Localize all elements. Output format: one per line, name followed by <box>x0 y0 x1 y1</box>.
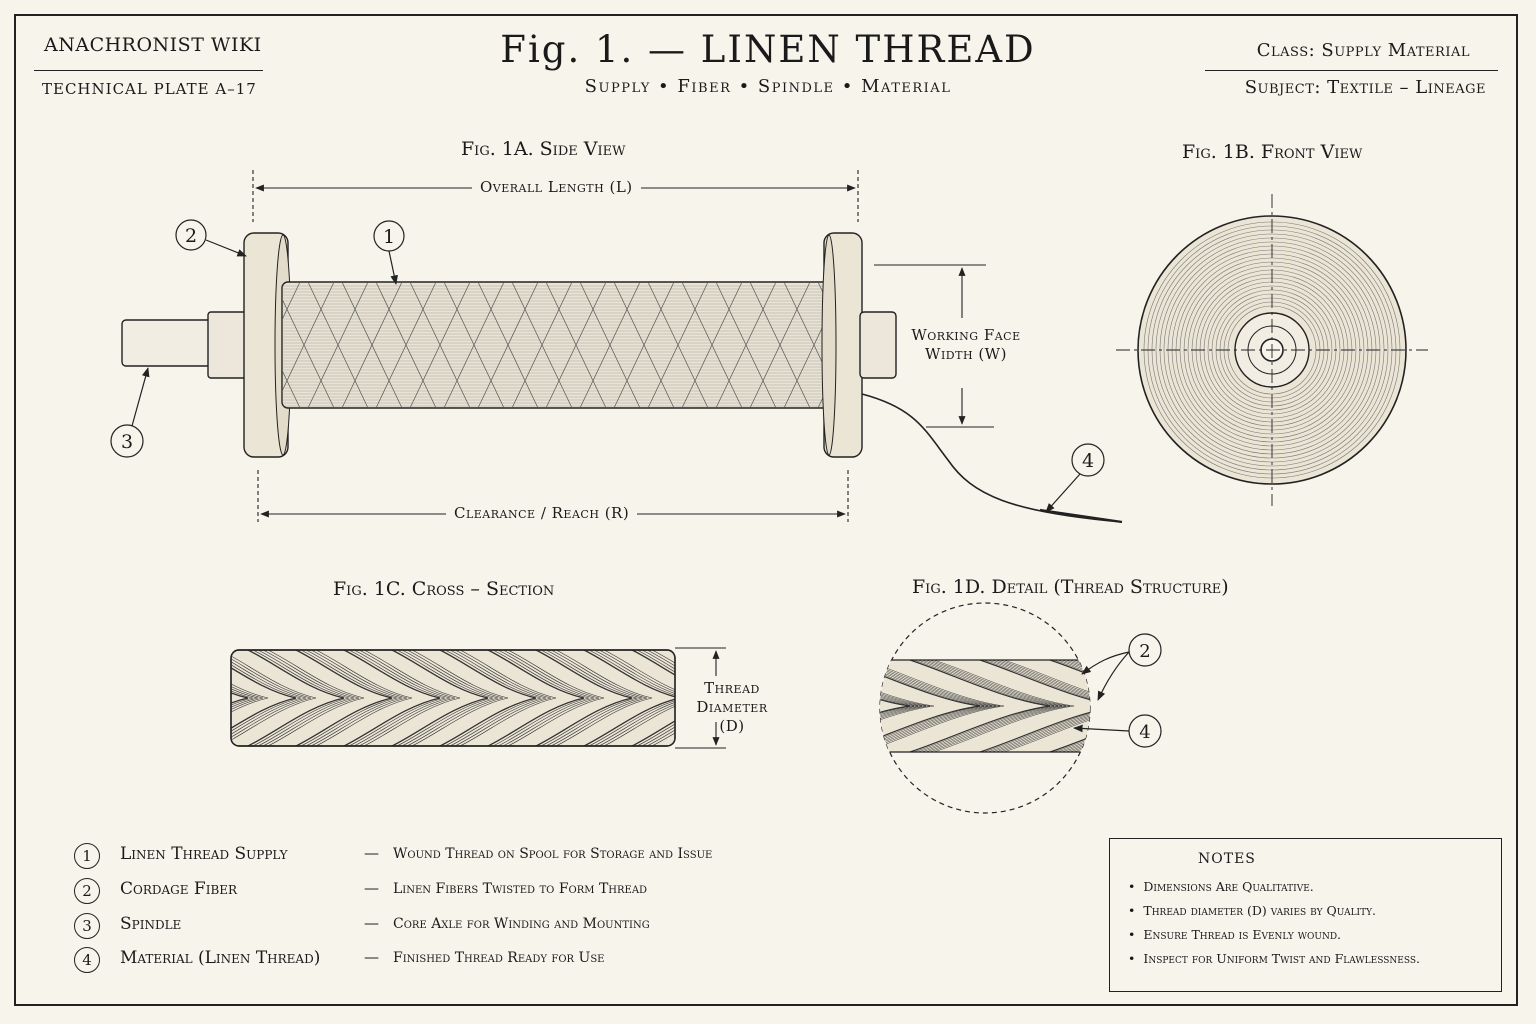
callout-3-circle <box>110 424 144 458</box>
legend-dash: — <box>364 948 379 966</box>
dimension-overall-length: Overall Length (L) <box>472 178 641 196</box>
dimension-lines-1c <box>675 647 726 749</box>
legend-label: Spindle <box>120 914 182 934</box>
legend-label: Linen Thread Supply <box>120 844 288 864</box>
fig-1d-title: Fig. 1D. Detail (Thread Structure) <box>912 576 1229 598</box>
callouts-1a <box>110 219 1105 513</box>
callout-4-number: 4 <box>1082 450 1094 472</box>
legend-number: 1 <box>74 843 100 869</box>
plate-id: TECHNICAL PLATE A–17 <box>42 80 257 98</box>
legend-label: Material (Linen Thread) <box>120 948 321 968</box>
callout-2-circle <box>175 219 207 251</box>
fig-1c-title: Fig. 1C. Cross – Section <box>333 578 555 600</box>
thread-structure-detail <box>879 602 1091 814</box>
note-item: Thread diameter (D) varies by Quality. <box>1128 899 1420 923</box>
fig-1a-title: Fig. 1A. Side View <box>461 138 626 160</box>
callout-4-circle <box>1071 443 1105 477</box>
note-item: Inspect for Uniform Twist and Flawlessne… <box>1128 947 1420 971</box>
subject-label: Subject: Textile – Lineage <box>1244 77 1486 98</box>
dimension-clearance-reach: Clearance / Reach (R) <box>446 504 638 522</box>
class-rule <box>1205 70 1498 71</box>
dimension-thread-diameter: Thread Diameter (D) <box>696 679 768 735</box>
detail-callout-2-number: 2 <box>1139 641 1150 662</box>
legend-number: 4 <box>74 947 100 973</box>
notes-box: NOTES Dimensions Are Qualitative. Thread… <box>1109 838 1502 992</box>
spindle-shaft-left <box>121 319 215 367</box>
legend-dash: — <box>364 844 379 862</box>
callouts-1d <box>1073 633 1162 748</box>
brand-title: ANACHRONIST WIKI <box>44 34 262 56</box>
thread-cross-section <box>230 649 676 747</box>
brand-rule <box>34 70 263 71</box>
legend-dash: — <box>364 879 379 897</box>
spindle-stub-right <box>859 311 897 379</box>
callout-3-number: 3 <box>121 431 133 453</box>
legend-number: 2 <box>74 878 100 904</box>
legend-description: Finished Thread Ready for Use <box>393 950 605 966</box>
page-title: Fig. 1. — LINEN THREAD <box>500 28 1036 71</box>
callout-1-number: 1 <box>383 226 395 248</box>
legend-description: Core Axle for Winding and Mounting <box>393 916 650 932</box>
spool-front-view <box>1116 194 1428 506</box>
plate-border <box>14 14 1518 1006</box>
legend-dash: — <box>364 914 379 932</box>
fig-1b-title: Fig. 1B. Front View <box>1182 141 1363 163</box>
note-item: Dimensions Are Qualitative. <box>1128 875 1420 899</box>
legend-label: Cordage Fiber <box>120 879 238 899</box>
detail-callout-4-number: 4 <box>1139 722 1150 743</box>
detail-callout-2-circle <box>1128 633 1162 667</box>
spool-side-view <box>121 232 1123 524</box>
detail-callout-4-circle <box>1128 714 1162 748</box>
legend-description: Linen Fibers Twisted to Form Thread <box>393 881 648 897</box>
legend-number: 3 <box>74 913 100 939</box>
notes-title: NOTES <box>1198 851 1256 867</box>
page-subtitle: Supply • Fiber • Spindle • Material <box>584 76 952 97</box>
class-label: Class: Supply Material <box>1256 40 1470 61</box>
dimension-working-face-width: Working Face Width (W) <box>911 326 1021 363</box>
note-item: Ensure Thread is Evenly wound. <box>1128 923 1420 947</box>
legend-description: Wound Thread on Spool for Storage and Is… <box>393 846 713 862</box>
callout-2-number: 2 <box>185 225 197 247</box>
notes-list: Dimensions Are Qualitative. Thread diame… <box>1128 875 1420 971</box>
